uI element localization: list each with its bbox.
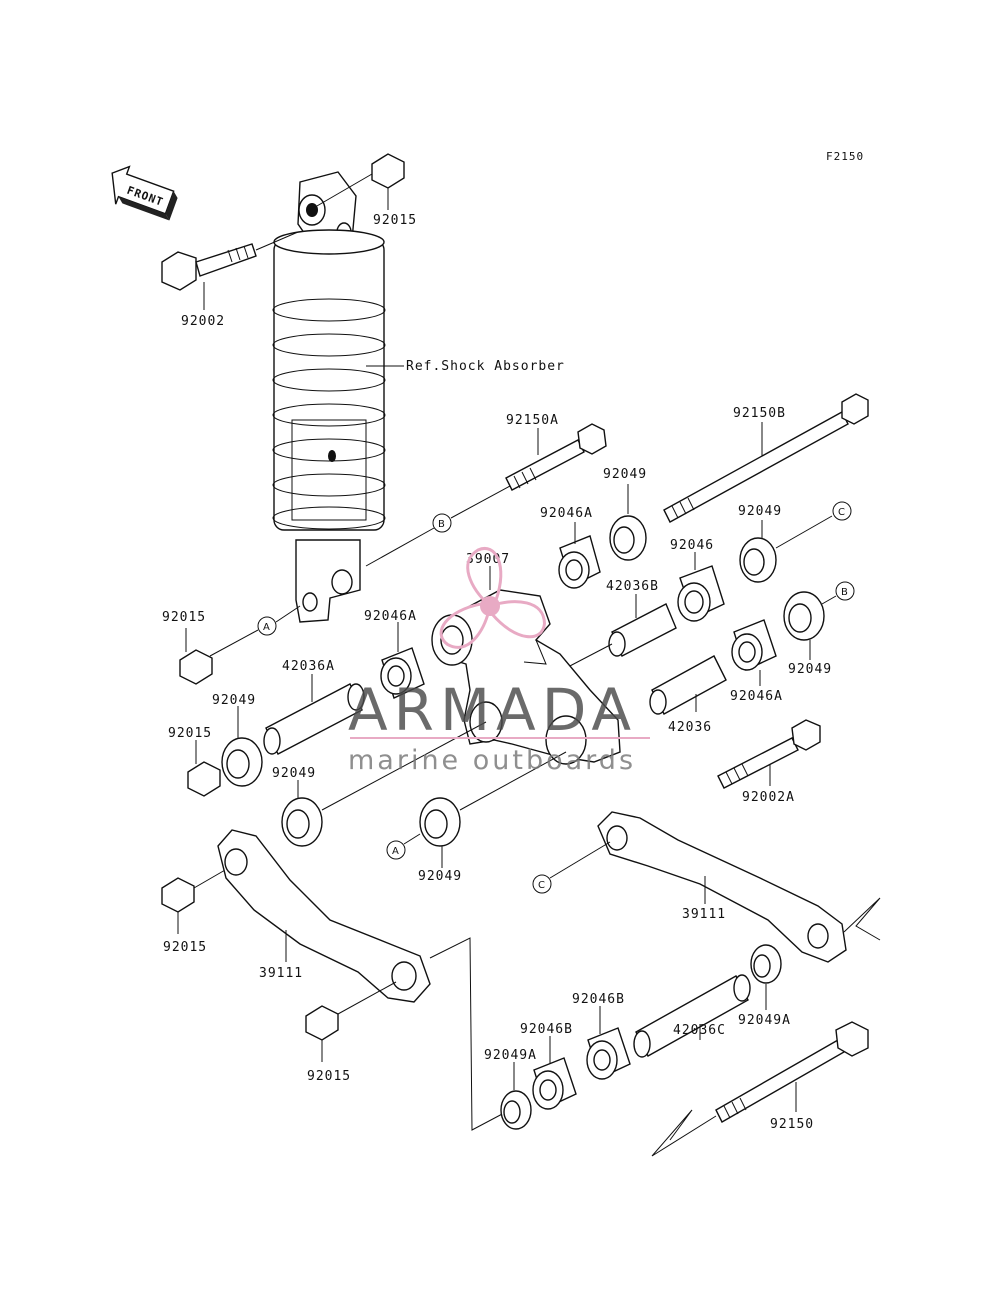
svg-text:92046A: 92046A bbox=[540, 506, 593, 521]
svg-text:92015: 92015 bbox=[163, 940, 207, 955]
svg-text:92015: 92015 bbox=[373, 213, 417, 228]
nut-92015-top: 92015 bbox=[371, 153, 417, 228]
svg-text:92049: 92049 bbox=[738, 504, 782, 519]
watermark-tagline: marine outboards bbox=[348, 745, 636, 776]
rocker-arm-39007: 39007 bbox=[431, 552, 621, 765]
washer-92049-1: 92049 bbox=[603, 467, 647, 561]
bearing-92046B-1: 92046B bbox=[572, 992, 631, 1080]
svg-text:B: B bbox=[438, 519, 445, 530]
washer-92049A-2: 92049A bbox=[738, 944, 791, 1028]
figure-code: F2150 bbox=[826, 150, 864, 163]
callout-c-2 bbox=[532, 874, 552, 894]
svg-text:92046A: 92046A bbox=[364, 609, 417, 624]
front-arrow-icon: FRONT bbox=[111, 165, 178, 221]
svg-text:92150A: 92150A bbox=[506, 413, 559, 428]
svg-text:92015: 92015 bbox=[307, 1069, 351, 1084]
bolt-92150B: 92150B bbox=[663, 393, 869, 523]
bearing-92046: 92046 bbox=[670, 538, 725, 622]
svg-text:A: A bbox=[263, 622, 270, 633]
washer-92049-5: 92049 bbox=[272, 766, 323, 847]
svg-text:92049: 92049 bbox=[603, 467, 647, 482]
svg-text:92150: 92150 bbox=[770, 1117, 814, 1132]
sleeve-42036A: 42036A bbox=[263, 659, 365, 755]
callout-b-1 bbox=[432, 513, 452, 533]
nut-92015-low: 92015 bbox=[161, 877, 207, 955]
sleeve-42036: 42036 bbox=[649, 655, 727, 735]
svg-text:C: C bbox=[838, 507, 845, 518]
callout-a-1 bbox=[257, 616, 277, 636]
watermark-brand: ARMADA bbox=[348, 676, 637, 744]
svg-text:92049: 92049 bbox=[272, 766, 316, 781]
svg-text:42036A: 42036A bbox=[282, 659, 335, 674]
shock-absorber: Ref.Shock Absorber bbox=[272, 171, 565, 623]
svg-text:39111: 39111 bbox=[259, 966, 303, 981]
svg-text:92049: 92049 bbox=[212, 693, 256, 708]
svg-text:92002A: 92002A bbox=[742, 790, 795, 805]
svg-text:92046: 92046 bbox=[670, 538, 714, 553]
callout-b-2 bbox=[835, 581, 855, 601]
callout-c-1 bbox=[832, 501, 852, 521]
svg-text:92049: 92049 bbox=[418, 869, 462, 884]
link-39111-left: 39111 bbox=[217, 829, 431, 1003]
bearing-92046A-3: 92046A bbox=[730, 619, 783, 704]
bolt-92150: 92150 bbox=[715, 1021, 869, 1132]
washer-92049-2: 92049 bbox=[738, 504, 782, 583]
washer-92049A-1: 92049A bbox=[484, 1048, 537, 1130]
ref-shock-label: Ref.Shock Absorber bbox=[406, 359, 565, 374]
washer-92049-3: 92049 bbox=[783, 591, 832, 677]
svg-text:42036: 42036 bbox=[668, 720, 712, 735]
svg-text:92015: 92015 bbox=[168, 726, 212, 741]
washer-92049-4: 92049 bbox=[212, 693, 263, 787]
bearing-92046B-2: 92046B bbox=[520, 1022, 577, 1110]
bearing-92046A-1: 92046A bbox=[540, 506, 601, 589]
svg-text:39111: 39111 bbox=[682, 907, 726, 922]
link-39111-right: 39111 bbox=[597, 811, 847, 963]
nut-92015-left: 92015 bbox=[162, 610, 213, 685]
washer-92049-6: 92049 bbox=[418, 797, 462, 884]
svg-text:92015: 92015 bbox=[162, 610, 206, 625]
callout-a-2 bbox=[386, 840, 406, 860]
svg-text:92002: 92002 bbox=[181, 314, 225, 329]
propeller-logo-icon bbox=[439, 547, 546, 649]
bolt-92150A: 92150A bbox=[505, 413, 607, 491]
sleeve-42036B: 42036B bbox=[606, 579, 677, 657]
nut-92015-bottom: 92015 bbox=[305, 1005, 351, 1084]
bolt-92002: 92002 bbox=[161, 231, 299, 329]
svg-text:42036B: 42036B bbox=[606, 579, 659, 594]
svg-text:92046B: 92046B bbox=[520, 1022, 573, 1037]
svg-text:C: C bbox=[538, 880, 545, 891]
svg-text:92150B: 92150B bbox=[733, 406, 786, 421]
svg-text:B: B bbox=[841, 587, 848, 598]
svg-text:92046B: 92046B bbox=[572, 992, 625, 1007]
svg-text:92046A: 92046A bbox=[730, 689, 783, 704]
armada-watermark: ARMADA marine outboards bbox=[348, 547, 650, 776]
bearing-92046A-2: 92046A bbox=[364, 609, 425, 699]
svg-text:42036C: 42036C bbox=[673, 1023, 726, 1038]
svg-text:92049: 92049 bbox=[788, 662, 832, 677]
svg-text:A: A bbox=[392, 846, 399, 857]
svg-text:92049A: 92049A bbox=[738, 1013, 791, 1028]
bolt-92002A: 92002A bbox=[717, 719, 821, 805]
nut-92015-mid: 92015 bbox=[168, 726, 221, 797]
svg-text:92049A: 92049A bbox=[484, 1048, 537, 1063]
sleeve-42036C: 42036C bbox=[633, 974, 751, 1058]
